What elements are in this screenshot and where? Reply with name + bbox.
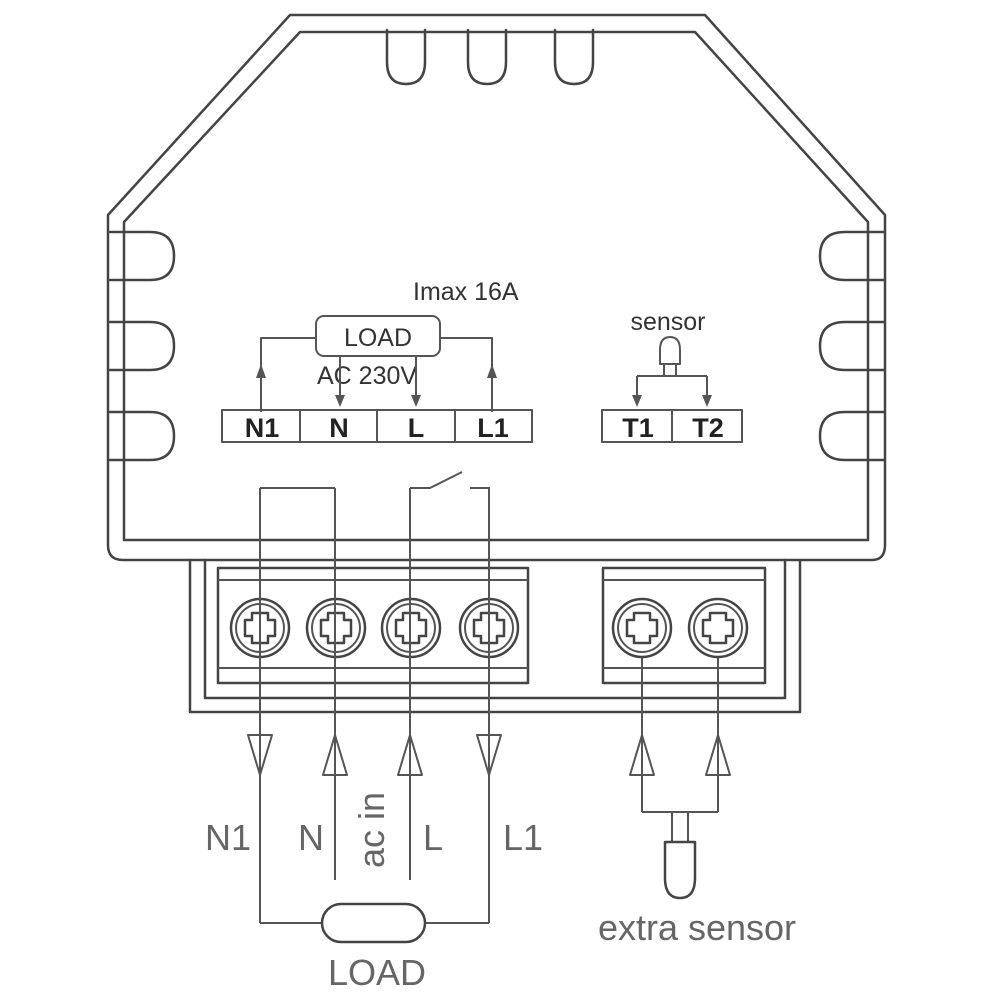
sensor-screw-block [601,566,767,685]
left-clip-tabs [108,230,176,462]
wire-label-n: N [298,817,324,858]
device-housing [106,13,887,562]
main-screw-block [216,566,530,685]
wire-label-n1: N1 [205,817,251,858]
terminal-t1-label: T1 [622,413,654,443]
load-symbol-bottom [320,902,427,944]
supply-voltage-label: AC 230V [317,362,417,390]
internal-relay-lines [260,471,490,489]
load-label-bottom: LOAD [328,952,426,993]
wire-label-l: L [423,817,443,858]
wires [259,488,719,924]
sensor-terminal-strip: T1 T2 [601,409,743,443]
terminal-t2-label: T2 [692,413,724,443]
ac-in-label: ac in [351,792,392,868]
internal-load-wiring [256,337,497,412]
wire-arrows [247,734,731,776]
terminal-l1-label: L1 [477,413,509,443]
sensor-label: sensor [630,308,705,336]
terminal-l-label: L [408,413,425,443]
terminal-block-housing [188,558,802,714]
extra-sensor-symbol [663,840,697,900]
terminal-n1-label: N1 [245,413,280,443]
screw-t1 [611,597,673,659]
sensor-symbol-top [632,336,712,407]
top-clip-tabs [385,28,595,86]
terminal-n-label: N [329,413,349,443]
main-terminal-strip: N1 N L L1 [221,409,533,443]
load-box-label: LOAD [344,324,412,352]
extra-sensor-label: extra sensor [598,907,796,948]
right-clip-tabs [818,230,886,462]
imax-label: Imax 16A [413,278,519,306]
screw-t2 [687,597,749,659]
load-symbol-top: LOAD [315,315,441,357]
wire-label-l1: L1 [503,817,543,858]
